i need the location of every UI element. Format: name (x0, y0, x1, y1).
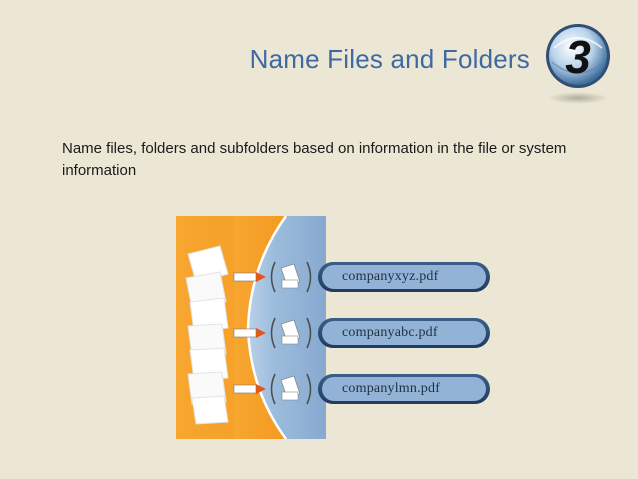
file-name-3: companylmn.pdf (342, 381, 441, 396)
file-name-2: companyabc.pdf (342, 325, 438, 340)
row-2-connector (233, 317, 312, 349)
paper-stack-icon (185, 245, 229, 425)
step-number-badge: 3 (546, 24, 610, 104)
file-name-1: companyxyz.pdf (342, 269, 439, 284)
step-number: 3 (565, 31, 591, 83)
row-3-connector (233, 373, 312, 405)
file-naming-diagram: companyxyz.pdf companyabc.pdf companylmn… (176, 216, 496, 439)
slide-title: Name Files and Folders (249, 44, 530, 74)
slide-body-text: Name files, folders and subfolders based… (62, 140, 567, 179)
row-1-connector (233, 261, 312, 293)
